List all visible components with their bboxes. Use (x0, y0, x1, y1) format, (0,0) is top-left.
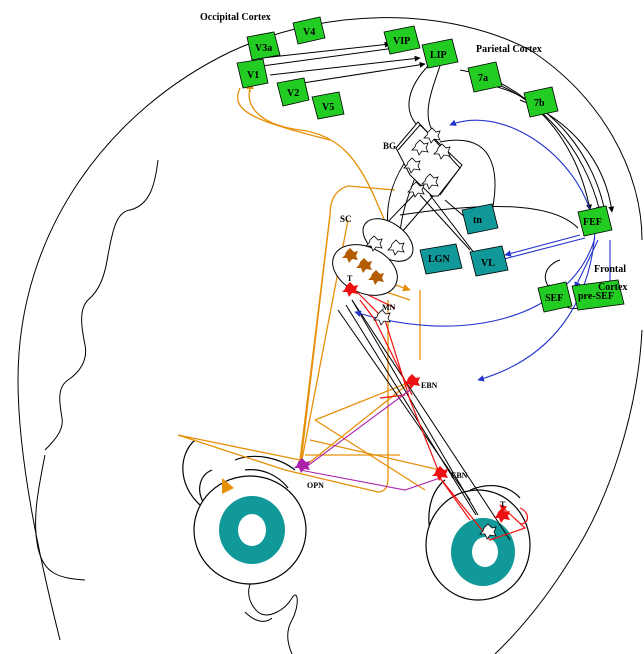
left-eye (183, 440, 306, 584)
parietal-cortex-label: Parietal Cortex (476, 44, 542, 55)
svg-text:VIP: VIP (393, 36, 410, 47)
area-v3a: V3a (247, 32, 280, 60)
svg-text:7b: 7b (534, 98, 545, 109)
mn-label: MN (382, 303, 396, 312)
opn-label: OPN (307, 481, 324, 490)
svg-text:V3a: V3a (255, 43, 272, 54)
bg-label: BG (383, 141, 396, 151)
area-v2: V2 (277, 78, 309, 106)
area-fef: FEF (578, 206, 612, 236)
bg-block (396, 122, 462, 197)
opn-neuron (294, 458, 310, 473)
ebn-label-left: EBN (421, 381, 438, 390)
area-v1: V1 (237, 59, 268, 88)
t-label-left: T (347, 274, 353, 283)
sc-structure (324, 210, 420, 305)
frontal-cortex-label-2: Cortex (598, 282, 627, 293)
sc-label: SC (340, 214, 352, 224)
t-label-right: T (500, 500, 506, 509)
frontal-cortex-label-1: Frontal (594, 264, 626, 275)
right-pupil (472, 537, 498, 567)
area-v5: V5 (312, 92, 344, 119)
area-v4: V4 (293, 17, 325, 44)
area-tn: tn (462, 204, 498, 234)
svg-text:LIP: LIP (430, 50, 447, 61)
area-vip: VIP (384, 26, 420, 54)
left-pupil (238, 514, 266, 546)
area-7b: 7b (524, 87, 558, 117)
area-vl: VL (470, 246, 508, 276)
area-lgn: LGN (420, 244, 462, 274)
svg-text:VL: VL (481, 258, 495, 269)
svg-text:V2: V2 (287, 88, 299, 99)
svg-text:V4: V4 (303, 27, 315, 38)
area-sef: SEF (538, 282, 572, 312)
area-7a: 7a (468, 62, 502, 92)
area-lip: LIP (422, 39, 458, 68)
svg-text:V1: V1 (247, 70, 259, 81)
svg-text:LGN: LGN (428, 254, 450, 265)
occipital-cortex-label: Occipital Cortex (200, 12, 271, 23)
purple-pathways (300, 390, 440, 490)
svg-text:FEF: FEF (583, 217, 602, 228)
right-eye (426, 480, 530, 600)
svg-text:7a: 7a (478, 73, 488, 84)
svg-text:V5: V5 (322, 102, 334, 113)
ebn-label-right: EBN (451, 471, 468, 480)
svg-text:tn: tn (473, 215, 482, 226)
svg-text:SEF: SEF (545, 293, 563, 304)
